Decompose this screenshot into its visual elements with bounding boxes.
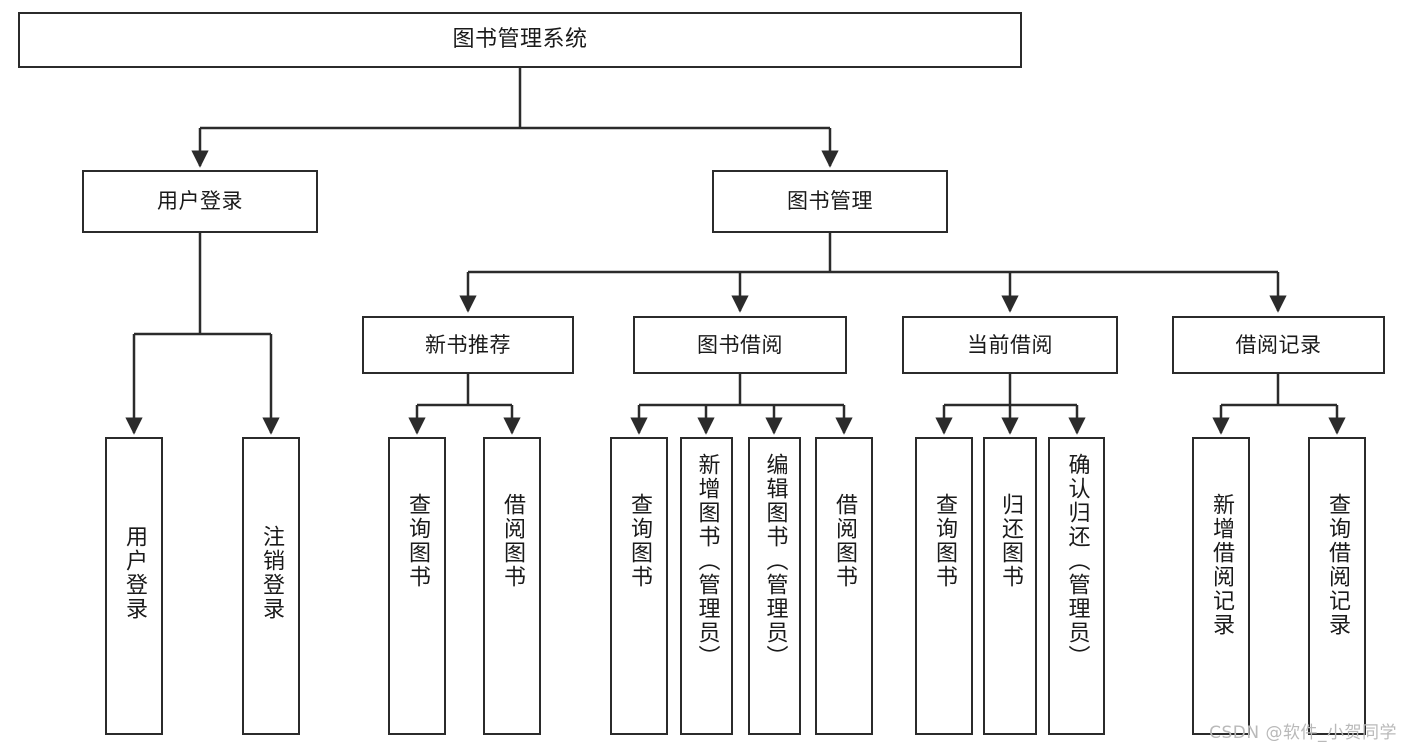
node-label: 图书管理: [787, 189, 873, 214]
node-label: 用户登录: [157, 189, 243, 214]
node-leaf-confirm-return[interactable]: 确认归还（管理员）: [1048, 437, 1105, 735]
node-current-borrow[interactable]: 当前借阅: [902, 316, 1118, 374]
node-label: 查询图书: [405, 493, 430, 589]
node-leaf-add-book[interactable]: 新增图书（管理员）: [680, 437, 733, 735]
csdn-watermark: CSDN @软件_小贺同学: [1209, 723, 1397, 743]
node-book-manage[interactable]: 图书管理: [712, 170, 948, 233]
edges-root-to-level1: [191, 68, 839, 168]
node-label: 新增借阅记录: [1209, 493, 1234, 637]
node-leaf-borrow-book-2[interactable]: 借阅图书: [815, 437, 873, 735]
node-label: 确认归还（管理员）: [1064, 453, 1090, 669]
node-label: 新书推荐: [425, 332, 511, 357]
node-label: 借阅图书: [832, 493, 857, 589]
node-leaf-add-record[interactable]: 新增借阅记录: [1192, 437, 1250, 735]
node-label: 查询图书: [932, 493, 957, 589]
node-label: 借阅图书: [500, 493, 525, 589]
node-book-borrow[interactable]: 图书借阅: [633, 316, 847, 374]
edges-newbookrec-to-leaves: [408, 374, 521, 435]
node-label: 新增图书（管理员）: [694, 453, 720, 669]
node-label: 编辑图书（管理员）: [762, 453, 788, 669]
node-label: 借阅记录: [1235, 332, 1322, 357]
node-label: 用户登录: [122, 525, 147, 621]
node-leaf-edit-book[interactable]: 编辑图书（管理员）: [748, 437, 801, 735]
edges-userlogin-to-leaves: [125, 233, 280, 435]
node-user-login[interactable]: 用户登录: [82, 170, 318, 233]
node-label: 注销登录: [259, 525, 284, 621]
edges-borrowrecord-to-leaves: [1212, 374, 1346, 435]
node-leaf-query-book-1[interactable]: 查询图书: [388, 437, 446, 735]
node-borrow-record[interactable]: 借阅记录: [1172, 316, 1385, 374]
node-label: 查询借阅记录: [1325, 493, 1350, 637]
node-new-book-recommend[interactable]: 新书推荐: [362, 316, 574, 374]
node-label: 当前借阅: [967, 332, 1053, 357]
node-leaf-query-book-3[interactable]: 查询图书: [915, 437, 973, 735]
node-leaf-return-book[interactable]: 归还图书: [983, 437, 1037, 735]
node-leaf-logout[interactable]: 注销登录: [242, 437, 300, 735]
edges-bookmanage-to-level2: [459, 233, 1287, 313]
node-label: 图书借阅: [697, 332, 783, 357]
node-leaf-query-record[interactable]: 查询借阅记录: [1308, 437, 1366, 735]
node-label: 归还图书: [998, 493, 1023, 589]
node-leaf-borrow-book-1[interactable]: 借阅图书: [483, 437, 541, 735]
node-leaf-user-login[interactable]: 用户登录: [105, 437, 163, 735]
edges-bookborrow-to-leaves: [630, 374, 853, 435]
node-label: 图书管理系统: [452, 27, 588, 53]
node-leaf-query-book-2[interactable]: 查询图书: [610, 437, 668, 735]
edges-currentborrow-to-leaves: [935, 374, 1086, 435]
node-label: 查询图书: [627, 493, 652, 589]
node-root-system[interactable]: 图书管理系统: [18, 12, 1022, 68]
